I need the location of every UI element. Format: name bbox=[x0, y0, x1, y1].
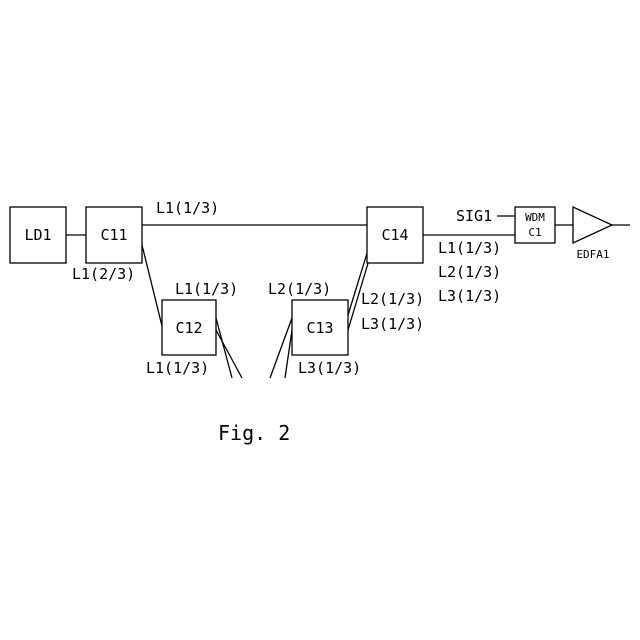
line-c11-c12 bbox=[142, 245, 162, 326]
label-c12-top: L1(1/3) bbox=[175, 280, 238, 298]
label-out-l3: L3(1/3) bbox=[438, 287, 501, 305]
label-out-l2: L2(1/3) bbox=[438, 263, 501, 281]
figure-caption: Fig. 2 bbox=[218, 421, 290, 445]
label-c13-top: L2(1/3) bbox=[268, 280, 331, 298]
block-wdm-c1: WDM C1 bbox=[515, 207, 555, 243]
block-c14: C14 bbox=[367, 207, 423, 263]
block-ld1: LD1 bbox=[10, 207, 66, 263]
block-c12: C12 bbox=[162, 300, 216, 355]
label-out-l1: L1(1/3) bbox=[438, 239, 501, 257]
block-c13: C13 bbox=[292, 300, 348, 355]
block-c13-label: C13 bbox=[306, 319, 333, 337]
line-c12-out-a bbox=[216, 318, 232, 378]
block-wdm-label: WDM bbox=[525, 211, 545, 224]
block-ld1-label: LD1 bbox=[24, 226, 51, 244]
block-edfa1-label: EDFA1 bbox=[576, 248, 609, 261]
line-c13-in-b bbox=[285, 330, 292, 378]
label-c14-in-l3: L3(1/3) bbox=[361, 315, 424, 333]
line-c12-out-b bbox=[216, 330, 242, 378]
label-sig1: SIG1 bbox=[456, 207, 492, 225]
label-top-path: L1(1/3) bbox=[156, 199, 219, 217]
block-c11: C11 bbox=[86, 207, 142, 263]
block-c12-label: C12 bbox=[175, 319, 202, 337]
block-c1-label: C1 bbox=[528, 226, 541, 239]
line-c13-in-a bbox=[270, 318, 292, 378]
label-c12-bottom: L1(1/3) bbox=[146, 359, 209, 377]
label-c14-in-l2: L2(1/3) bbox=[361, 290, 424, 308]
label-c11-out: L1(2/3) bbox=[72, 265, 135, 283]
block-c11-label: C11 bbox=[100, 226, 127, 244]
block-edfa1: EDFA1 bbox=[573, 207, 612, 261]
label-c13-bottom: L3(1/3) bbox=[298, 359, 361, 377]
block-c14-label: C14 bbox=[381, 226, 408, 244]
